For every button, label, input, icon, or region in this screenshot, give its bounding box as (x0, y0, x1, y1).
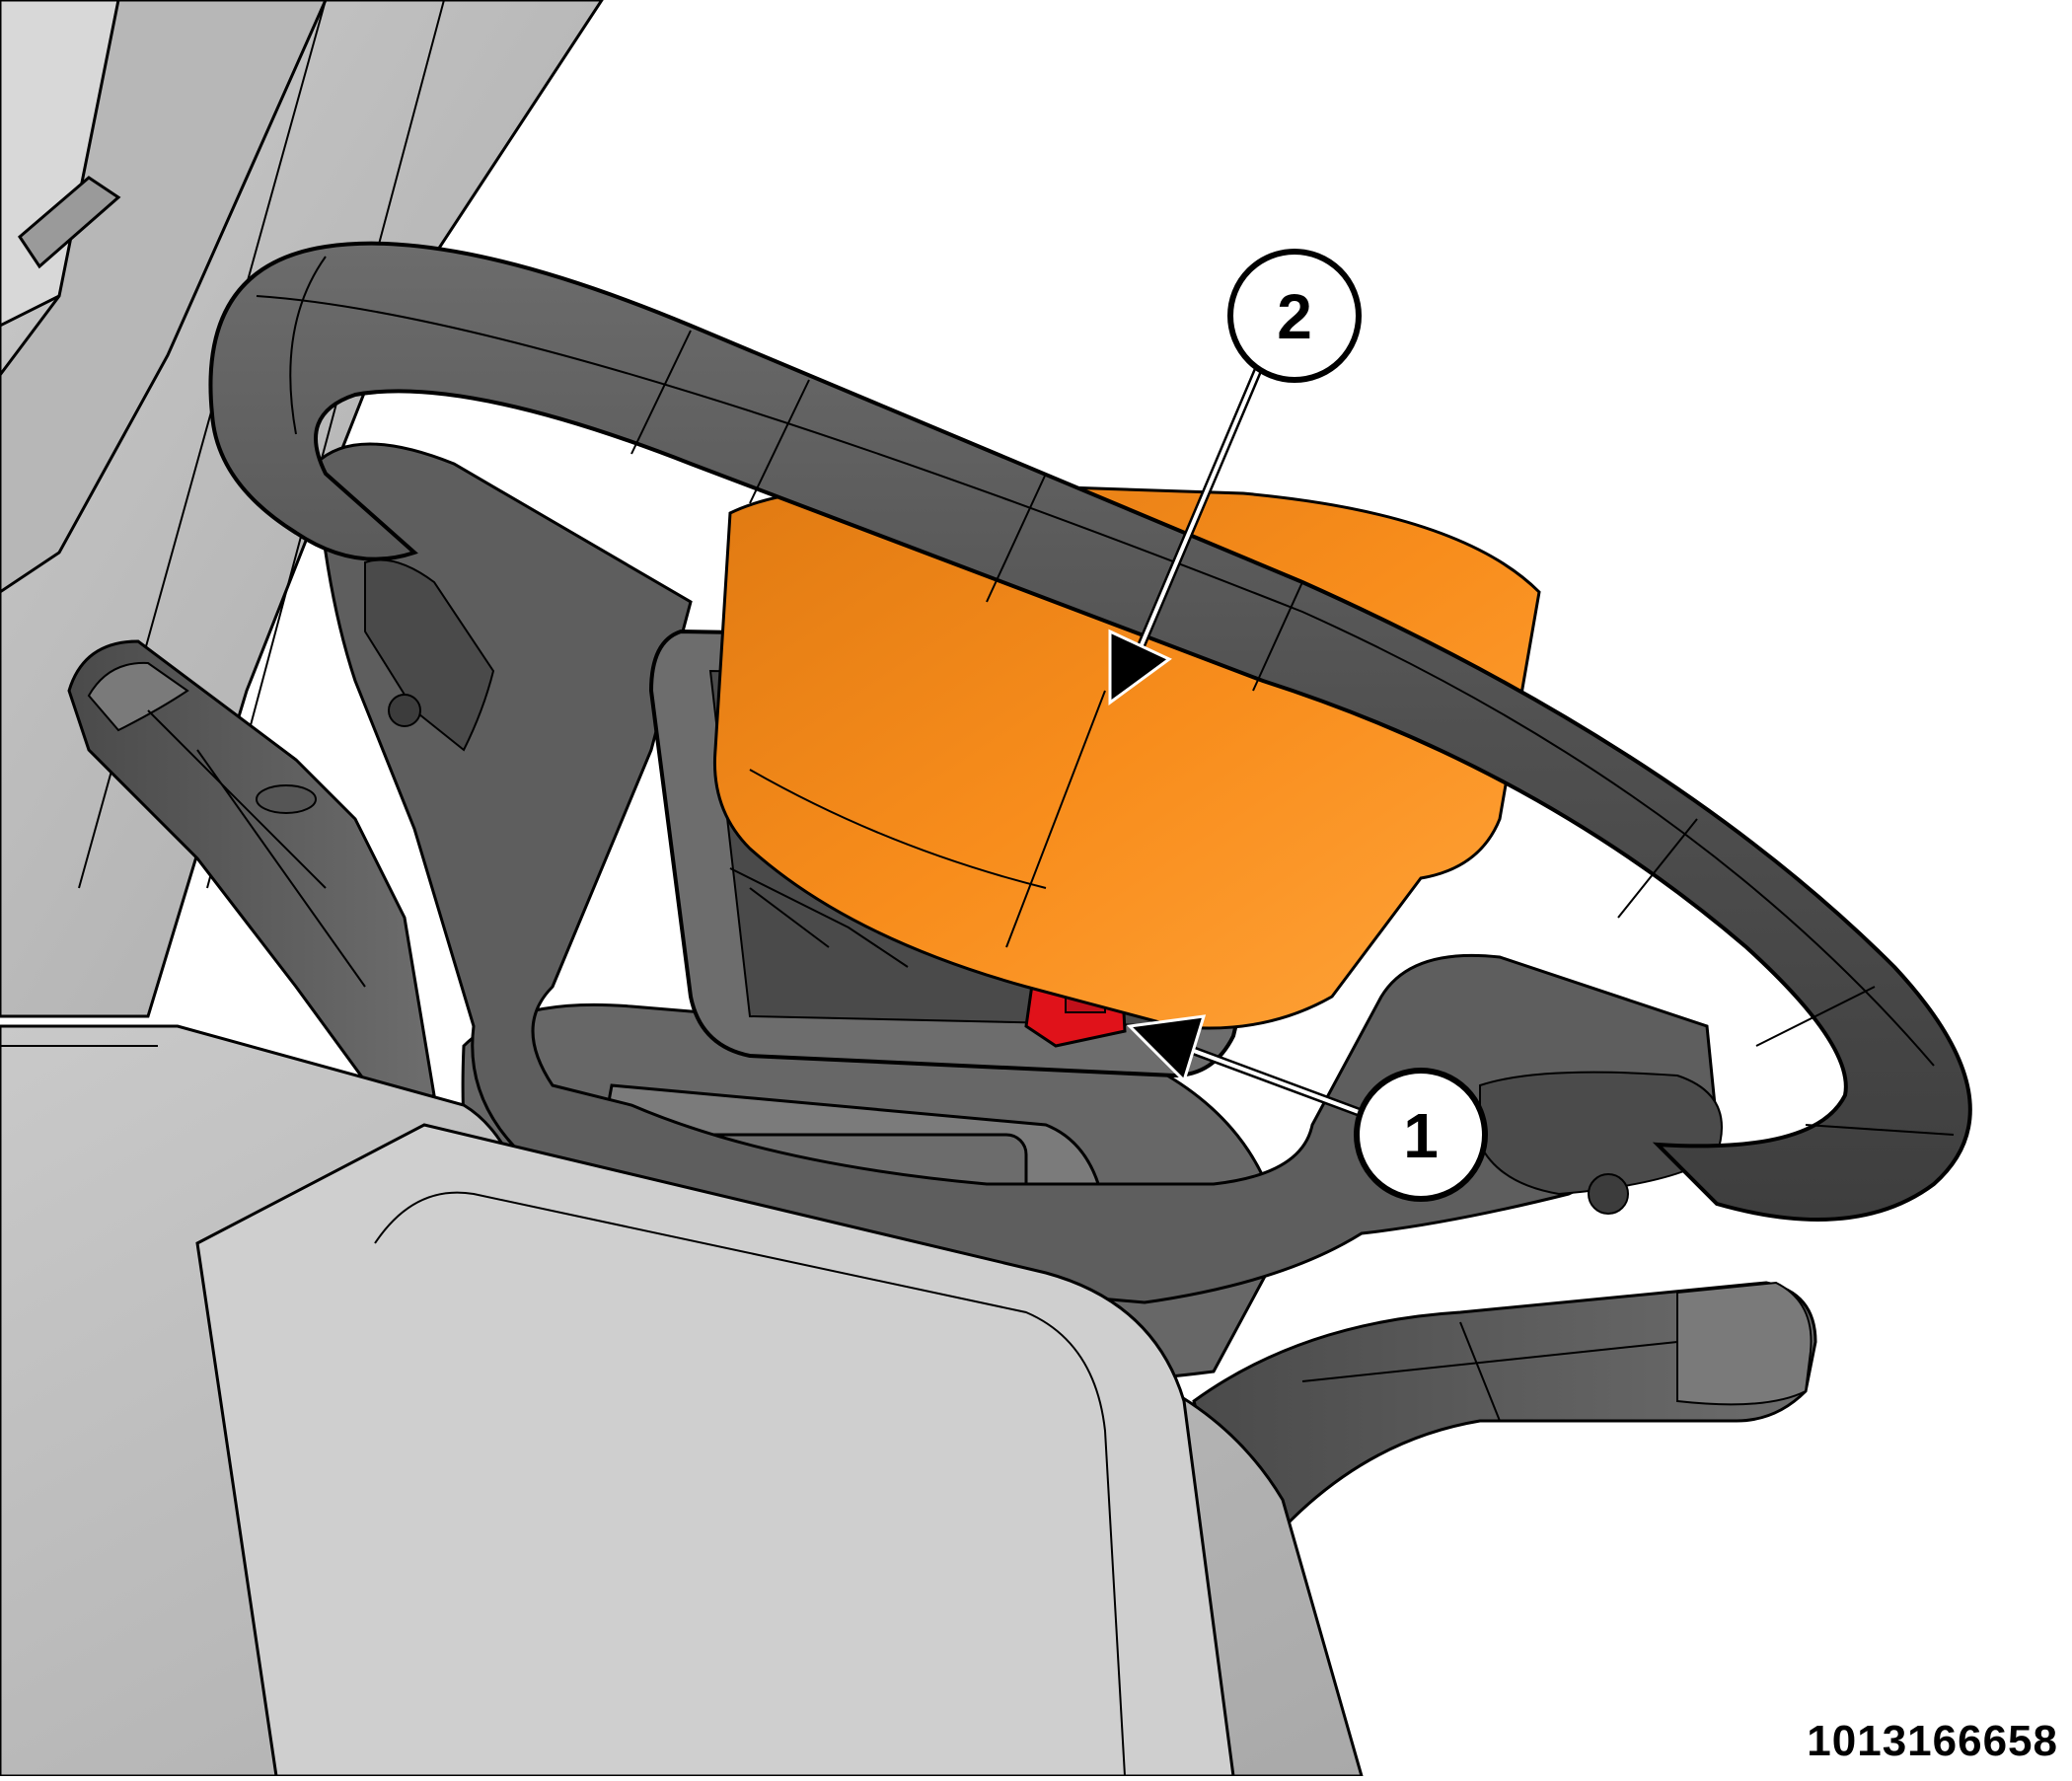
steering-wheel-rim (208, 241, 1972, 1222)
callout-1: 1 (1354, 1068, 1488, 1202)
callout-1-leader (1126, 1014, 1369, 1120)
callout-2-leader (1108, 368, 1263, 705)
callout-2-number: 2 (1277, 281, 1312, 352)
left-stalk-lever (67, 639, 436, 1117)
callout-1-number: 1 (1403, 1100, 1439, 1171)
right-stalk-lever (1192, 1281, 1817, 1541)
figure-id-label: 1013166658 (1807, 1717, 2058, 1765)
lower-trim-panel (0, 1024, 1364, 1778)
callout-2: 2 (1227, 249, 1362, 383)
